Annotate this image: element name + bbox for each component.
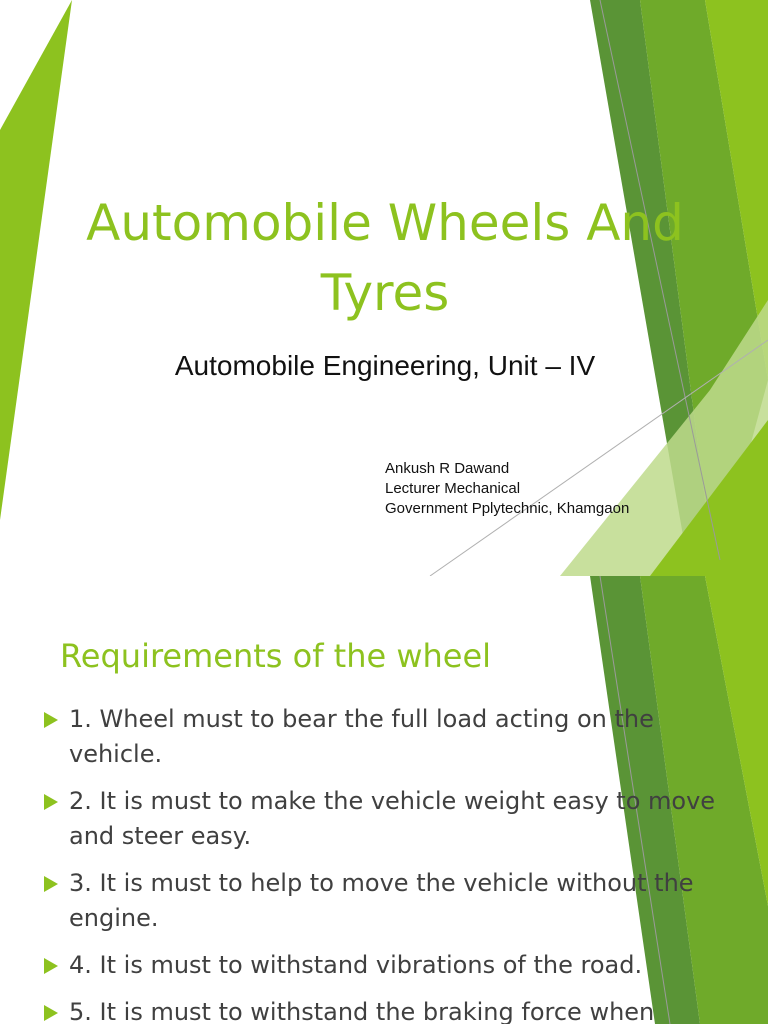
right-edge-stripe (705, 576, 768, 906)
list-item: 4. It is must to withstand vibrations of… (40, 948, 740, 983)
thin-diagonal-line-1 (599, 0, 721, 561)
thin-diagonal-line-2 (429, 339, 768, 576)
author-designation: Lecturer Mechanical (385, 480, 521, 497)
slide-subtitle: Automobile Engineering, Unit – IV (174, 350, 596, 381)
left-green-stripe (0, 0, 72, 520)
requirements-list: 1. Wheel must to bear the full load acti… (40, 702, 740, 1024)
list-item-text: 3. It is must to help to move the vehicl… (69, 869, 694, 932)
triangle-bullet-icon (44, 1005, 58, 1021)
triangle-bullet-icon (44, 958, 58, 974)
list-item: 5. It is must to withstand the braking f… (40, 995, 740, 1024)
title-slide: Automobile Wheels And Tyres Automobile E… (0, 0, 768, 576)
list-item: 3. It is must to help to move the vehicl… (40, 866, 740, 936)
right-bottom-triangle (650, 420, 768, 576)
triangle-bullet-icon (44, 712, 58, 728)
author-block: Ankush R Dawand Lecturer Mechanical Gove… (385, 459, 629, 519)
list-item: 2. It is must to make the vehicle weight… (40, 784, 740, 854)
triangle-bullet-icon (44, 794, 58, 810)
list-item-text: 4. It is must to withstand vibrations of… (69, 951, 643, 979)
triangle-bullet-icon (44, 876, 58, 892)
list-item-text: 2. It is must to make the vehicle weight… (69, 787, 716, 850)
right-edge-stripe (705, 0, 768, 380)
author-name: Ankush R Dawand (385, 460, 510, 477)
slide-title: Automobile Wheels And Tyres (86, 194, 684, 322)
slide-decoration (590, 576, 768, 1024)
list-item-text: 5. It is must to withstand the braking f… (69, 998, 655, 1024)
list-item: 1. Wheel must to bear the full load acti… (40, 702, 740, 772)
requirements-slide: Requirements of the wheel 1. Wheel must … (0, 576, 768, 1024)
thin-diagonal-line (599, 576, 671, 1024)
author-institution: Government Pplytechnic, Khamgaon (385, 500, 630, 517)
list-item-text: 1. Wheel must to bear the full load acti… (69, 705, 654, 768)
slide-decoration (0, 0, 768, 576)
slide-heading: Requirements of the wheel (60, 637, 492, 675)
right-mid-stripe (640, 576, 768, 1024)
